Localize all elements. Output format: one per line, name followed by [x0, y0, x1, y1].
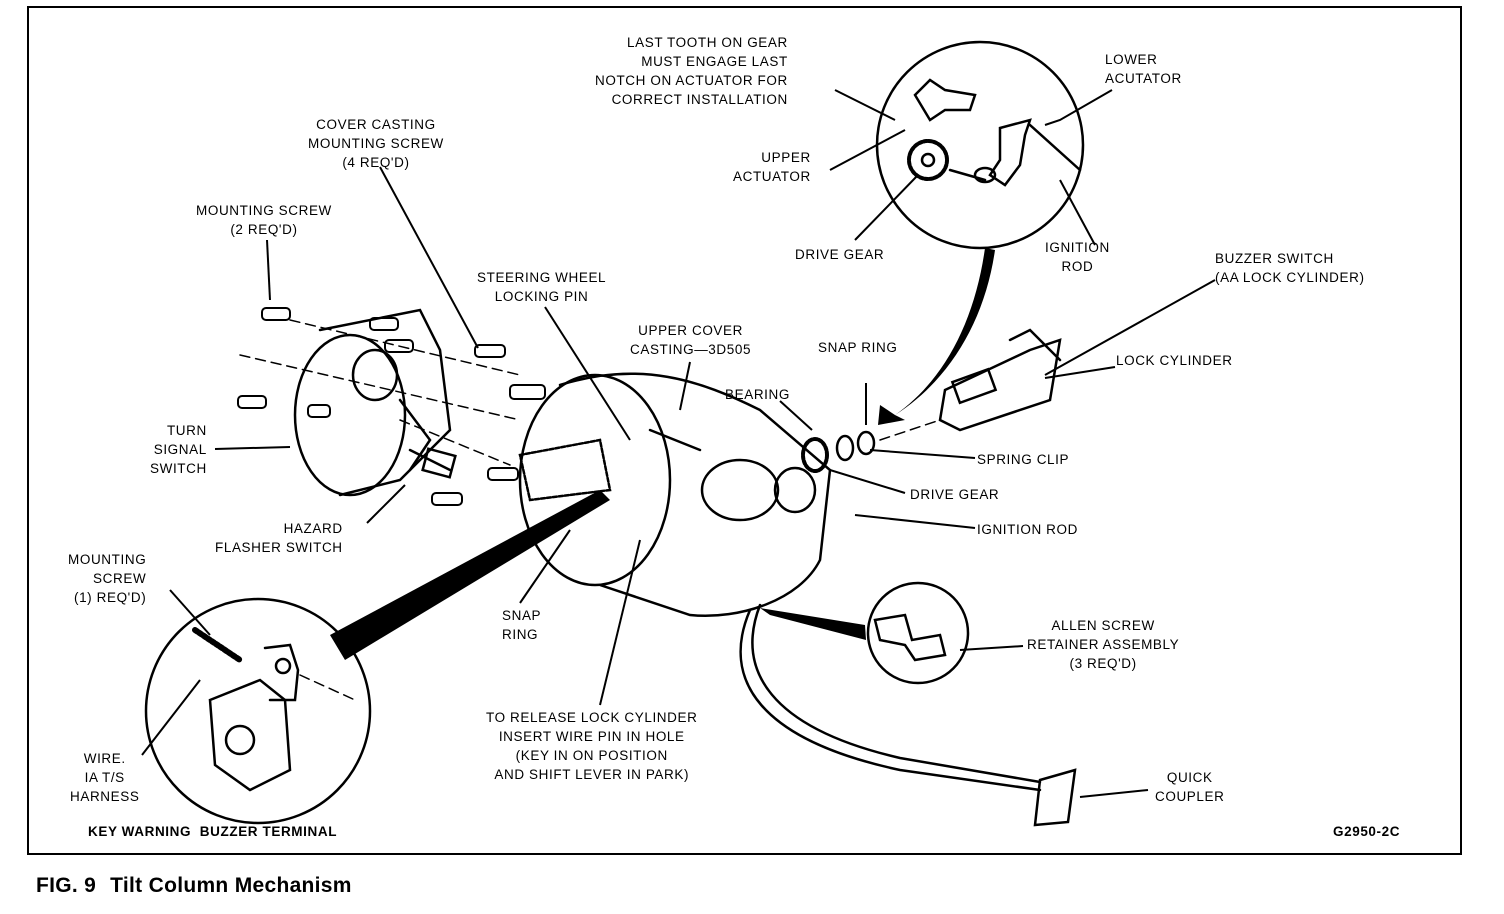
label-upper-actuator: UPPER ACTUATOR: [733, 150, 811, 184]
label-spring-clip: SPRING CLIP: [977, 452, 1070, 467]
gear-inset-arrow: [878, 248, 995, 425]
leader-lines: [141, 89, 1216, 798]
shaft: [518, 438, 612, 502]
label-mounting-screw-2: MOUNTING SCREW (2 REQ'D): [196, 203, 332, 237]
label-ignition-rod: IGNITION ROD: [977, 522, 1078, 537]
drive-gear-icon: [907, 139, 949, 181]
quick-coupler-shape: [1033, 768, 1077, 827]
buzzer-terminal-inset-circle: [144, 597, 372, 825]
allen-inset-band: [760, 608, 866, 640]
snap-ring-shape: [856, 430, 876, 456]
hazard-flasher-switch-shape: [421, 447, 457, 479]
label-buzzer-switch: BUZZER SWITCH (AA LOCK CYLINDER): [1215, 251, 1365, 285]
figure-title: Tilt Column Mechanism: [110, 874, 352, 897]
label-steering-wheel-locking-pin: STEERING WHEEL LOCKING PIN: [477, 270, 607, 304]
allen-screw-shape: [873, 613, 947, 662]
label-hazard-flasher-switch: HAZARD FLASHER SWITCH: [215, 521, 343, 555]
upper-actuator-shape: [913, 78, 977, 122]
figure-code: G2950-2C: [1333, 824, 1401, 839]
label-snap-ring-top: SNAP RING: [818, 340, 898, 355]
label-ignition-rod-inset: IGNITION ROD: [1045, 240, 1110, 274]
label-key-warning-buzzer-terminal: KEY WARNING BUZZER TERMINAL: [88, 824, 338, 839]
label-snap-ring-bottom: SNAP RING: [502, 608, 542, 642]
figure-caption: FIG. 9 Tilt Column Mechanism: [36, 874, 352, 898]
label-release-lock-cylinder: TO RELEASE LOCK CYLINDER INSERT WIRE PIN…: [486, 710, 698, 782]
bearing-ring: [835, 434, 855, 462]
bearing-shape: [801, 437, 829, 473]
figure-number: FIG. 9: [36, 874, 97, 897]
label-cover-casting-mounting-screw: COVER CASTING MOUNTING SCREW (4 REQ'D): [308, 117, 444, 170]
label-mounting-screw-1: MOUNTING SCREW (1) REQ'D): [68, 552, 147, 605]
buzzer-terminal-shape: [192, 627, 300, 792]
label-turn-signal-switch: TURN SIGNAL SWITCH: [150, 423, 207, 476]
label-drive-gear: DRIVE GEAR: [910, 487, 1000, 502]
label-allen-screw-retainer: ALLEN SCREW RETAINER ASSEMBLY (3 REQ'D): [1027, 618, 1180, 671]
figure-frame: [27, 6, 1462, 855]
label-bearing: BEARING: [725, 387, 790, 402]
turn-signal-switch-shape: [293, 308, 452, 497]
label-lower-actuator: LOWER ACUTATOR: [1105, 52, 1182, 86]
screws: [237, 307, 546, 506]
allen-screw-inset-circle: [866, 581, 970, 685]
lock-cylinder-shape: [938, 328, 1062, 432]
label-wire-harness: WIRE. IA T/S HARNESS: [70, 751, 140, 804]
ignition-rod-inset: [1028, 123, 1082, 172]
label-last-tooth-on-gear: LAST TOOTH ON GEAR MUST ENGAGE LAST NOTC…: [595, 35, 788, 107]
lower-actuator-shape: [988, 118, 1032, 187]
label-lock-cylinder: LOCK CYLINDER: [1116, 353, 1233, 368]
label-drive-gear-inset: DRIVE GEAR: [795, 247, 885, 262]
label-upper-cover-casting: UPPER COVER CASTING—3D505: [630, 323, 752, 357]
column-housing: [518, 372, 1042, 792]
label-quick-coupler: QUICK COUPLER: [1155, 770, 1225, 804]
buzzer-inset-band: [330, 490, 610, 660]
